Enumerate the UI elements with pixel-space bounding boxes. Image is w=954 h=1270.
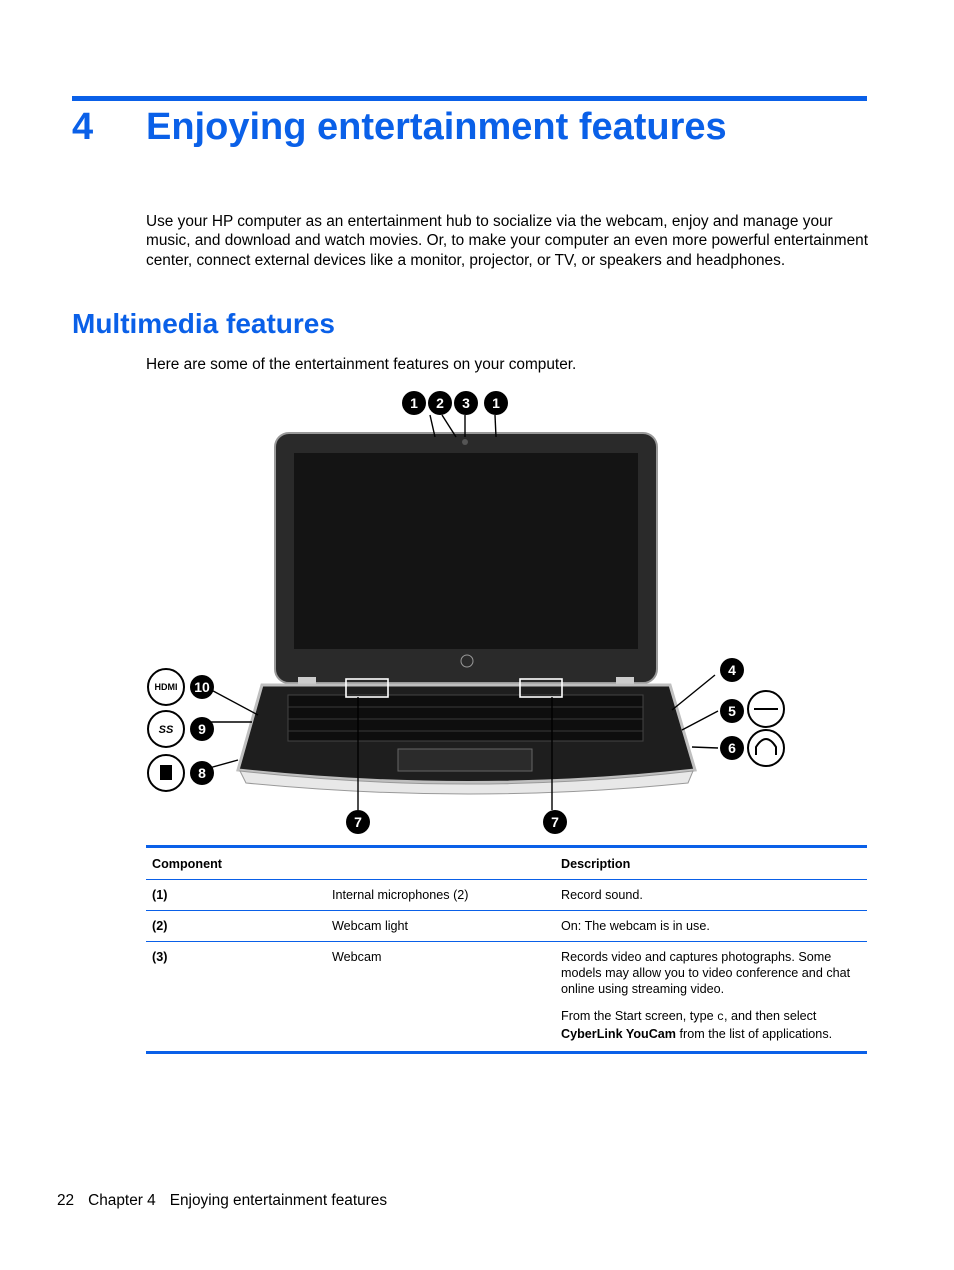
callout-1b: 1	[492, 395, 500, 411]
callout-4: 4	[728, 662, 736, 678]
callout-7b: 7	[551, 814, 559, 830]
usb3-port-icon	[147, 710, 185, 748]
row-number: (1)	[146, 879, 326, 911]
callout-3: 3	[462, 395, 470, 411]
callout-5: 5	[728, 703, 736, 719]
page-number: 22	[57, 1192, 75, 1209]
touchpad	[397, 748, 533, 772]
page-footer: 22 Chapter 4 Enjoying entertainment featur…	[57, 1192, 401, 1210]
header-blank	[326, 846, 555, 880]
hp-logo-icon	[460, 654, 474, 668]
row-description: Record sound.	[555, 879, 867, 911]
row-description-text: Records video and captures photographs. …	[561, 950, 851, 996]
footer-title: Enjoying entertainment features	[169, 1192, 388, 1209]
chapter-rule	[72, 96, 867, 101]
row-component: Internal microphones (2)	[326, 879, 555, 911]
table-row: (2) Webcam light On: The webcam is in us…	[146, 910, 867, 942]
laptop-illustration: 1 2 3 1 4 5 6 7 7 8 9 10 HDMI SS	[147, 391, 785, 834]
memory-card-icon	[147, 754, 185, 792]
row-description: On: The webcam is in use.	[555, 910, 867, 942]
chapter-title: Enjoying entertainment features	[146, 106, 727, 148]
table-row: (3) Webcam Records video and captures ph…	[146, 942, 867, 1053]
row-description: Records video and captures photographs. …	[555, 942, 867, 1053]
callout-7a: 7	[354, 814, 362, 830]
header-description: Description	[555, 846, 867, 880]
intro-paragraph: Use your HP computer as an entertainment…	[146, 213, 869, 269]
laptop-screen	[294, 453, 638, 649]
hdmi-port-icon	[147, 668, 185, 706]
header-component: Component	[146, 846, 326, 880]
section-heading: Multimedia features	[72, 308, 335, 339]
keyboard	[287, 694, 644, 742]
row-component: Webcam light	[326, 910, 555, 942]
row-component: Webcam	[332, 950, 382, 964]
footer-chapter: Chapter 4	[88, 1192, 156, 1209]
row-number: (3)	[152, 950, 168, 964]
table-row: (1) Internal microphones (2) Record soun…	[146, 879, 867, 911]
callout-10: 10	[194, 679, 210, 695]
chapter-number: 4	[72, 106, 94, 148]
headset-icon	[747, 729, 785, 767]
callout-8: 8	[198, 765, 206, 781]
component-table: Component Description (1) Internal micro…	[146, 845, 867, 1054]
webcam-icon	[462, 439, 468, 445]
table-header-row: Component Description	[146, 846, 867, 880]
hdmi-label: HDMI	[155, 682, 178, 692]
row-number: (2)	[146, 910, 326, 942]
row-description-instruction: From the Start screen, type c, and then …	[561, 1009, 833, 1041]
callout-6: 6	[728, 740, 736, 756]
usb-icon	[747, 690, 785, 728]
callout-1a: 1	[410, 395, 418, 411]
section-lead: Here are some of the entertainment featu…	[146, 356, 577, 373]
callout-2: 2	[436, 395, 444, 411]
ss-label: SS	[159, 724, 174, 736]
callout-9: 9	[198, 721, 206, 737]
